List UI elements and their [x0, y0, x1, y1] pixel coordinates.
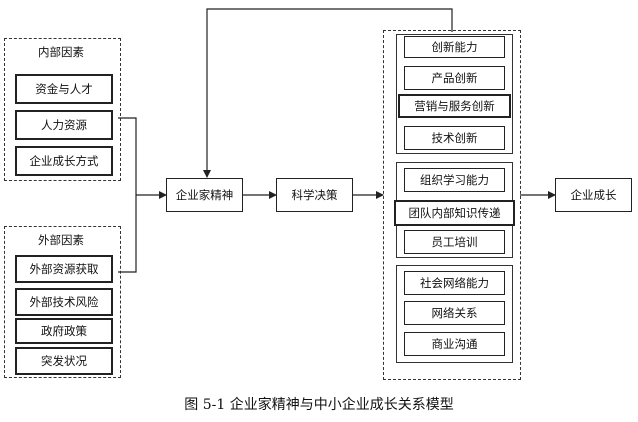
innovation-group	[396, 34, 513, 154]
innovation-item-3: 技术创新	[404, 126, 505, 150]
figure-caption: 图 5-1 企业家精神与中小企业成长关系模型	[184, 397, 454, 413]
external-factors-group	[4, 226, 121, 378]
feedback-arrow	[203, 8, 453, 178]
network-group	[396, 265, 513, 363]
network-item-1: 网络关系	[404, 301, 505, 325]
internal-item-3: 企业成长方式	[15, 146, 113, 176]
external-factors-title: 外部因素	[38, 233, 84, 247]
external-item-3: 政府政策	[15, 318, 113, 344]
learning-item-2: 员工培训	[404, 230, 505, 254]
innovation-item-1: 产品创新	[404, 66, 505, 90]
learning-title: 组织学习能力	[404, 168, 505, 192]
growth-node: 企业成长	[555, 178, 632, 212]
external-item-2: 外部技术风险	[15, 288, 113, 316]
internal-item-1: 资金与人才	[15, 74, 113, 104]
decision-node: 科学决策	[276, 178, 353, 212]
entrepreneurship-node: 企业家精神	[166, 178, 243, 212]
internal-factors-group	[4, 38, 121, 181]
capabilities-group	[383, 30, 521, 380]
network-item-2: 商业沟通	[404, 332, 505, 356]
internal-factors-title: 内部因素	[38, 45, 84, 59]
internal-item-2: 人力资源	[15, 110, 113, 140]
learning-item-1: 团队内部知识传递	[394, 200, 515, 226]
external-item-1: 外部资源获取	[15, 255, 113, 283]
innovation-item-2: 营销与服务创新	[398, 94, 511, 118]
external-item-4: 突发状况	[15, 347, 113, 375]
network-title: 社会网络能力	[404, 271, 505, 295]
innovation-title: 创新能力	[404, 36, 505, 58]
